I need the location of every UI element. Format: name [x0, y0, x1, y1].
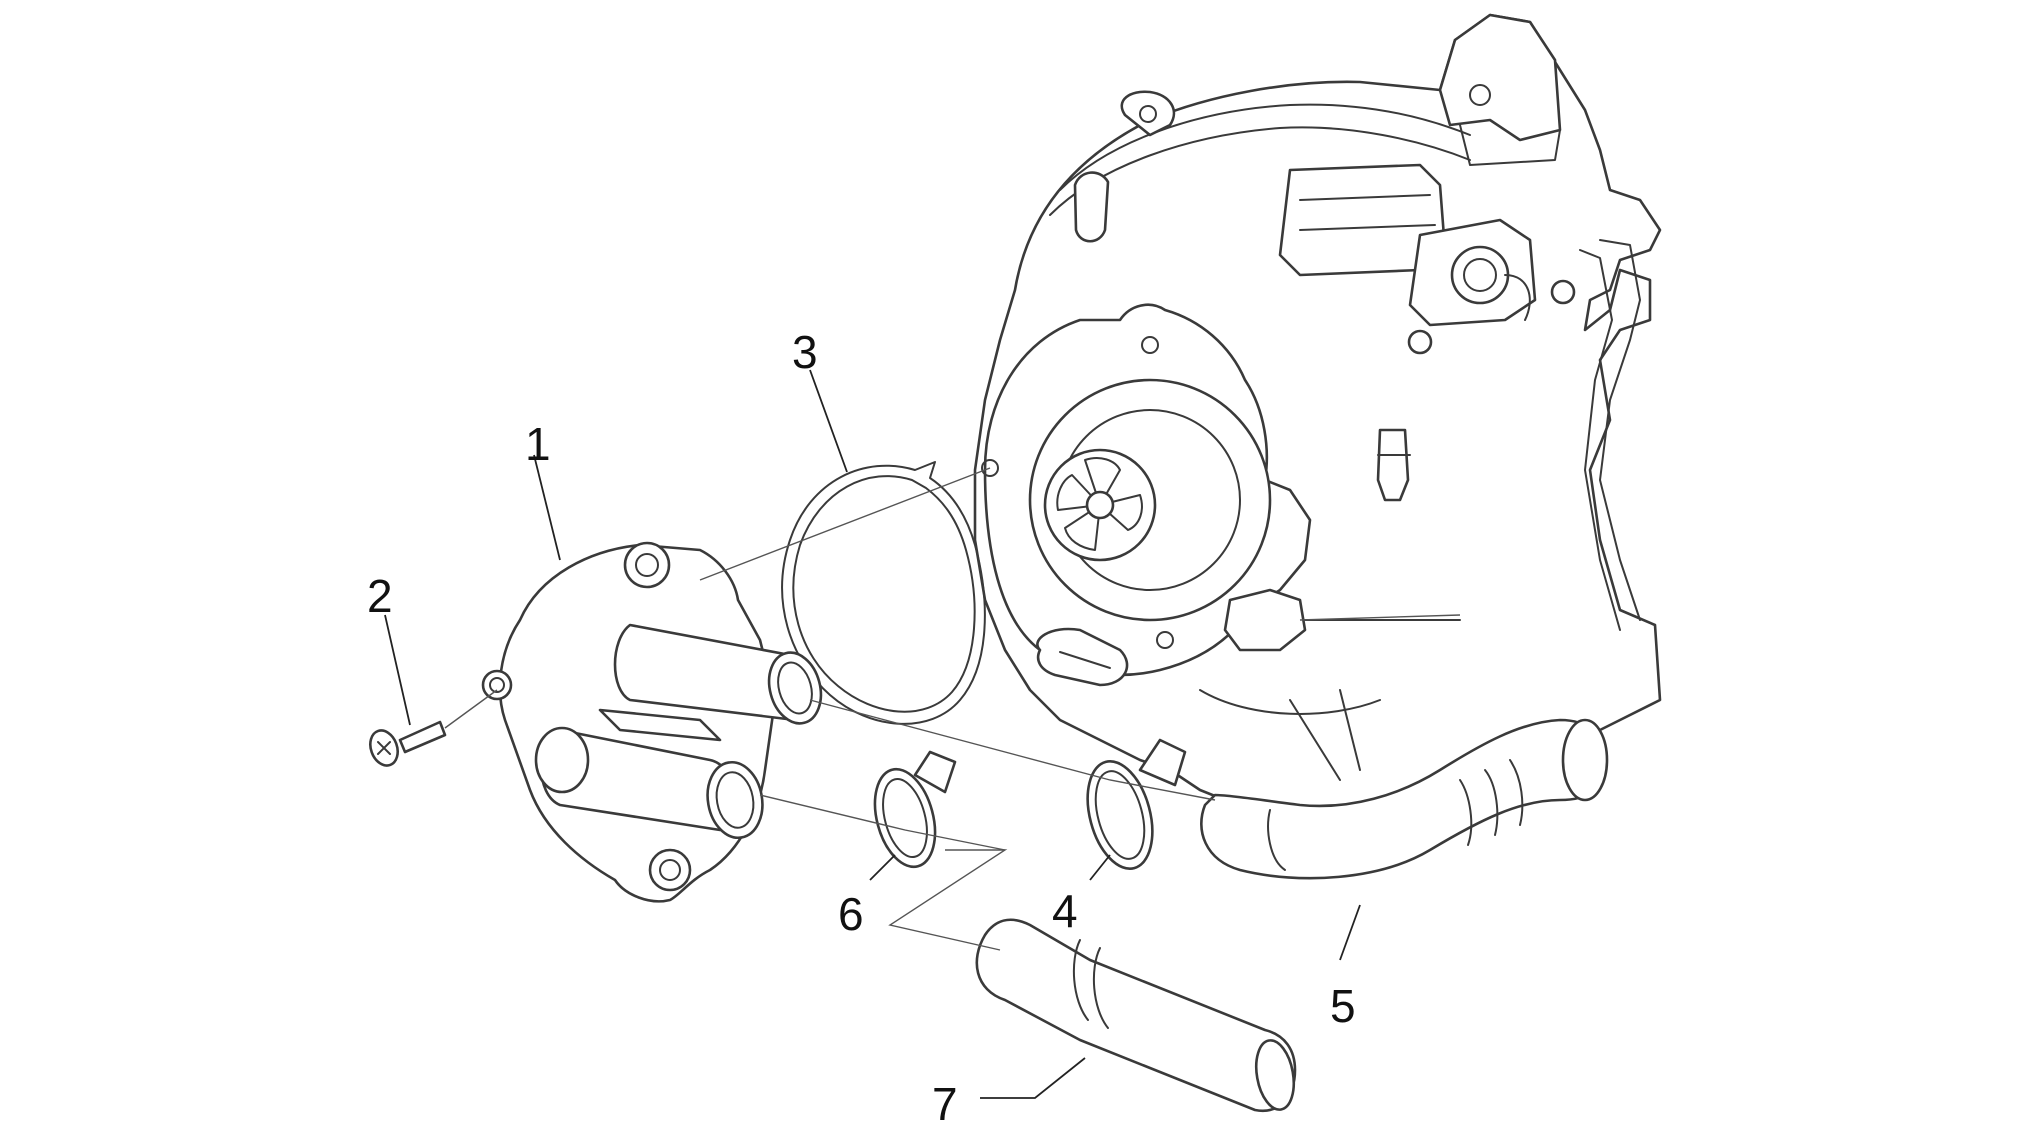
- callout-2: 2: [367, 570, 393, 622]
- part-5-coolant-hose: [1200, 718, 1609, 880]
- leader-2: [384, 614, 411, 726]
- part-7-short-hose: [975, 918, 1297, 1113]
- leader-3: [809, 369, 848, 473]
- leader-4: [1089, 854, 1111, 881]
- leader-1: [533, 454, 561, 561]
- leader-lines: [384, 369, 1461, 1099]
- part-2-screw: [369, 720, 447, 767]
- callout-1: 1: [525, 418, 551, 470]
- impeller: [1043, 448, 1157, 562]
- leader-7: [980, 1057, 1086, 1099]
- callout-labels: 1 2 3 4 5 6 7: [367, 326, 1356, 1130]
- callout-4: 4: [1052, 885, 1078, 937]
- part-3-o-ring: [781, 461, 986, 725]
- callout-6: 6: [838, 888, 864, 940]
- part-6-hose-clamp: [873, 750, 957, 869]
- leader-5: [1339, 904, 1361, 961]
- part-4-hose-clamp: [1086, 738, 1187, 870]
- callout-5: 5: [1330, 980, 1356, 1032]
- leader-6: [869, 854, 896, 881]
- callout-3: 3: [792, 326, 818, 378]
- callout-7: 7: [932, 1078, 958, 1130]
- part-1-pump-cover: [481, 541, 823, 903]
